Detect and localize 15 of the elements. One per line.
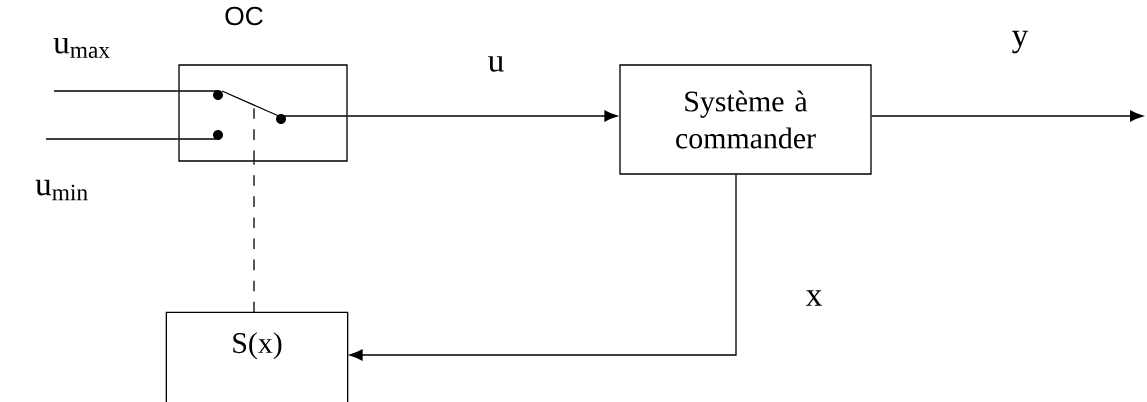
signal-line [53, 90, 179, 92]
block-box: Système à commander [619, 64, 872, 175]
block-box: S(x) [165, 311, 349, 402]
node-label: OC [225, 6, 263, 26]
switch-box: OC [178, 6, 348, 162]
edge-label: u$_{min}$ [35, 179, 88, 201]
edge-label: x [805, 290, 822, 306]
arrow [871, 110, 1144, 122]
edge-label: u$_{max}$ [53, 37, 110, 59]
arrow [347, 110, 618, 122]
edge-label: u [488, 56, 504, 72]
signal-line [45, 138, 179, 140]
dashed-line [253, 161, 255, 313]
edge-label: y [1012, 30, 1029, 54]
arrow [349, 174, 737, 361]
